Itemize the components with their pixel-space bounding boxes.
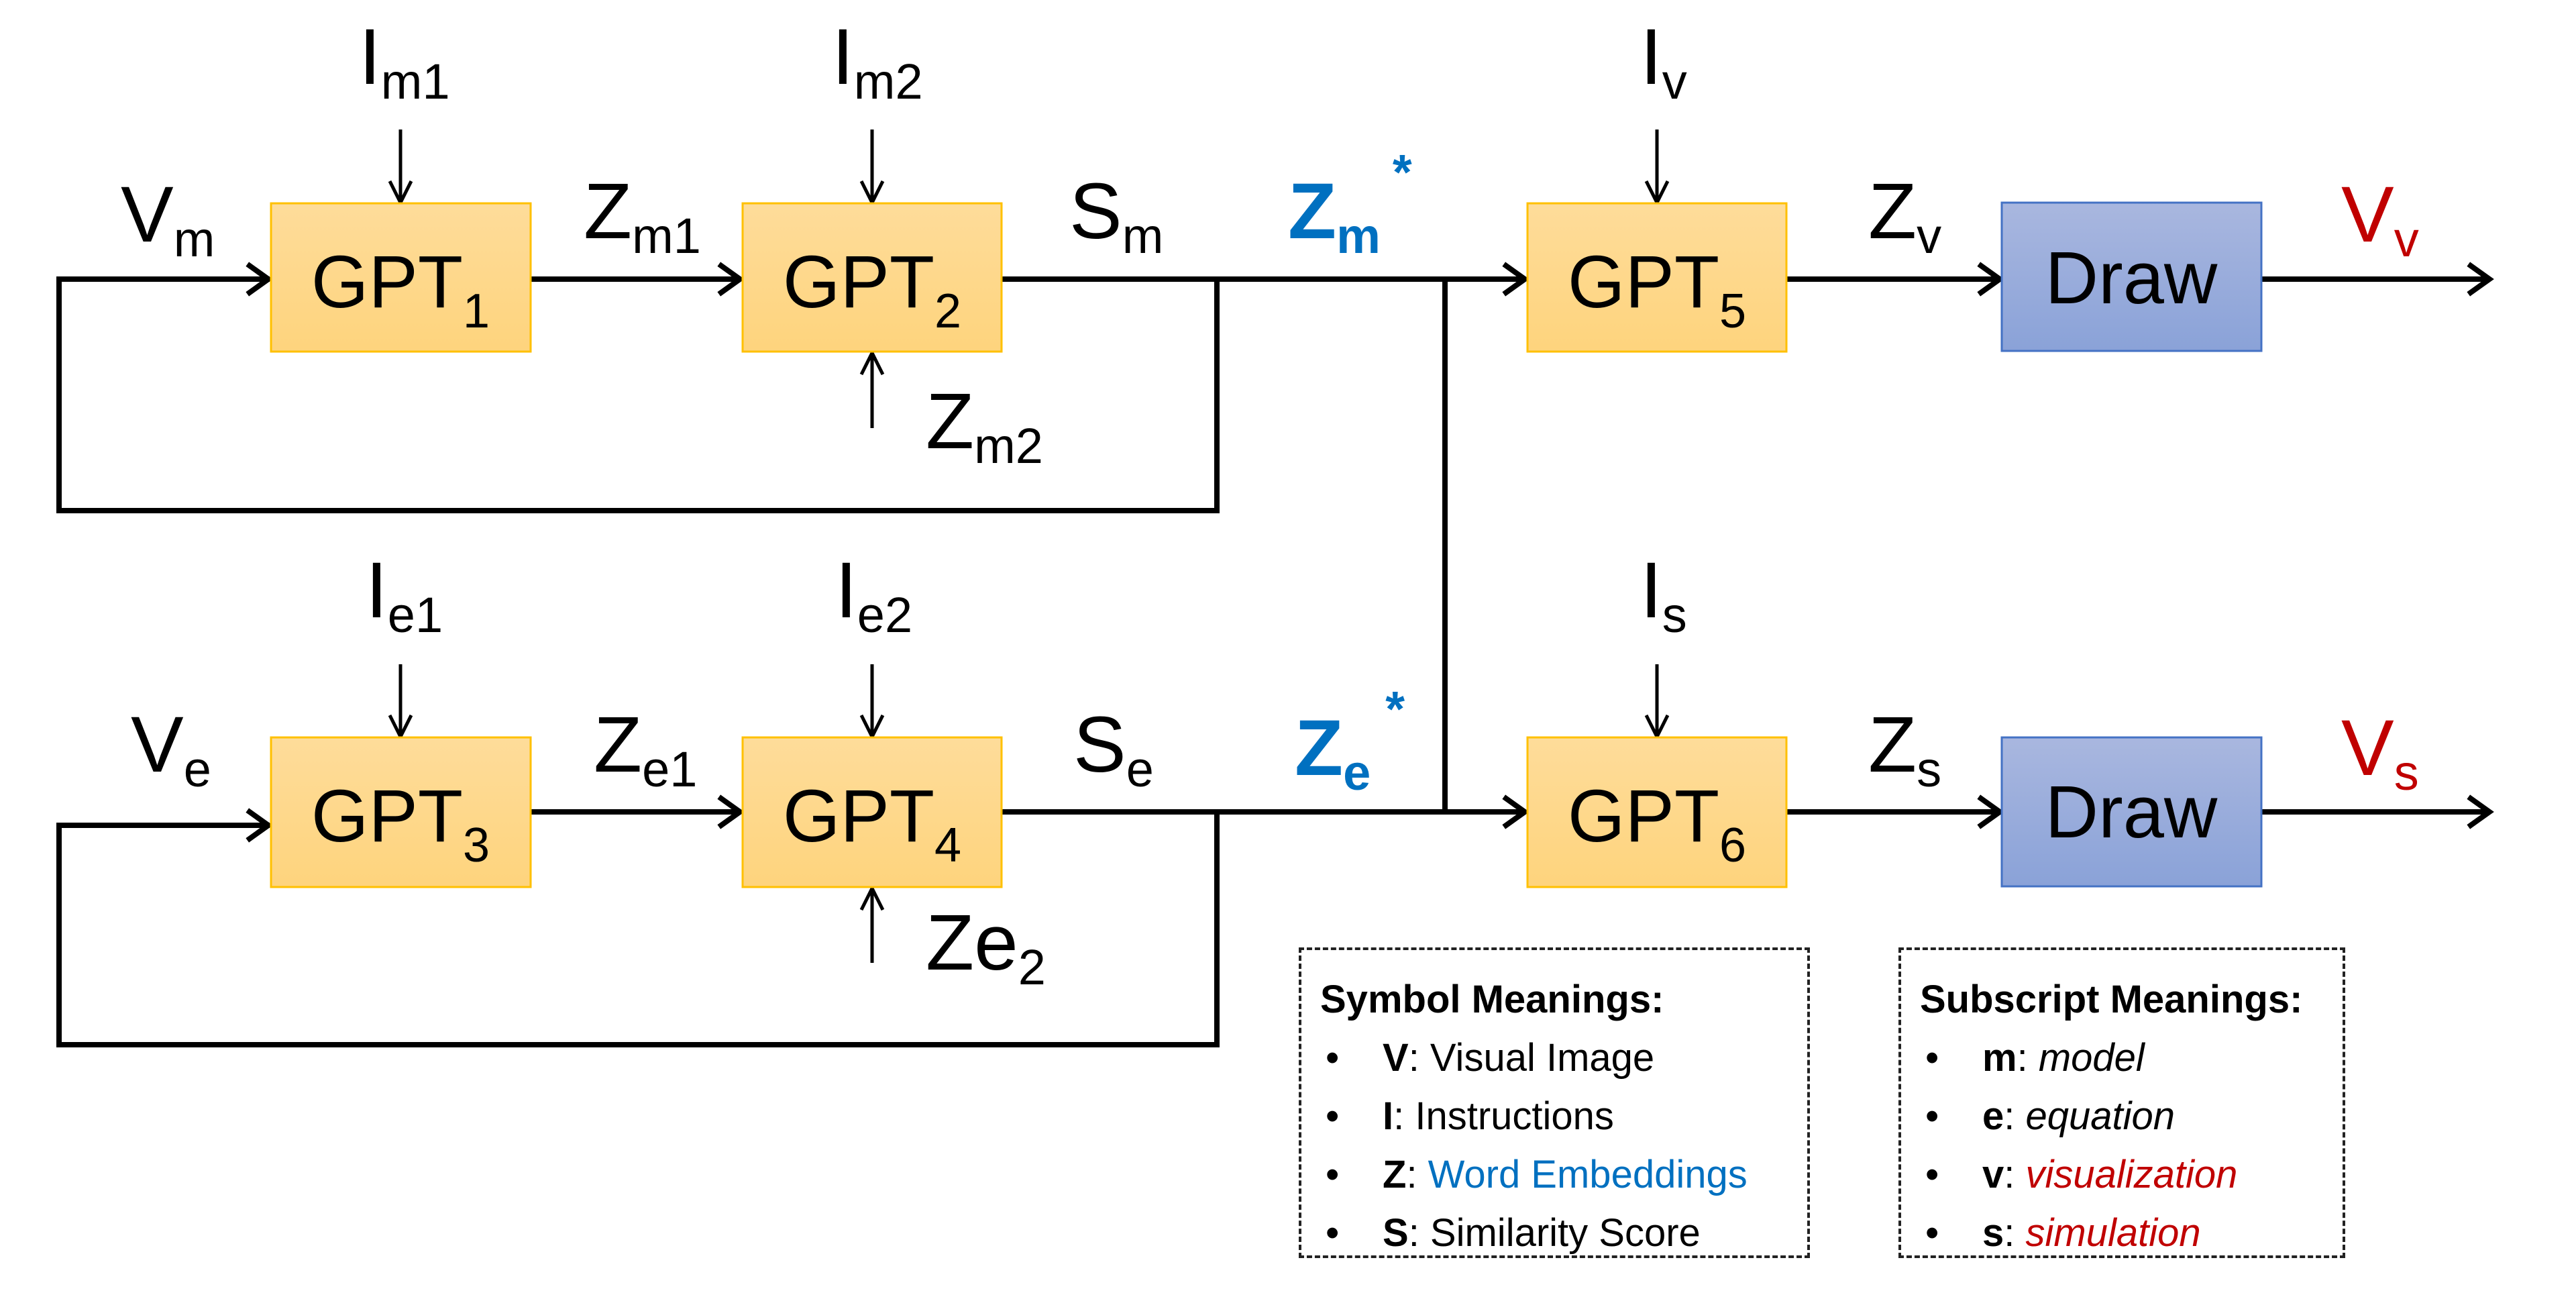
- label-se: Se: [1073, 701, 1154, 797]
- gpt1-box: [270, 202, 532, 353]
- label-ze1: Ze1: [594, 701, 697, 797]
- bullet-icon: •: [1925, 1094, 1939, 1138]
- bullet-icon: •: [1326, 1153, 1340, 1196]
- arrow-head-icon: [717, 262, 745, 297]
- gpt4-box: [741, 736, 1003, 888]
- label-im1: Im1: [359, 13, 450, 109]
- arrow-head-icon: [1502, 794, 1529, 829]
- bullet-icon: •: [1925, 1153, 1939, 1196]
- legend-sep: :: [2004, 1211, 2026, 1255]
- gpt3-box: [270, 736, 532, 888]
- arrow-head-icon: [859, 884, 885, 911]
- legend-desc: equation: [2025, 1094, 2176, 1138]
- label-iv: Iv: [1640, 13, 1687, 109]
- legend-sep: :: [2004, 1153, 2026, 1196]
- legend-desc: Instructions: [1415, 1094, 1614, 1138]
- label-zm1: Zm1: [584, 167, 701, 264]
- arrow-head-icon: [246, 808, 273, 843]
- label-vv: Vv: [2341, 170, 2419, 267]
- label-sm: Sm: [1069, 167, 1163, 264]
- draw-label-simulation: Draw: [2045, 771, 2218, 853]
- legend-item: • V: Visual Image: [1320, 1029, 1788, 1087]
- label-vm: Vm: [121, 170, 215, 267]
- legend-desc: Visual Image: [1430, 1036, 1655, 1080]
- legend-subscript-meanings: Subscript Meanings: • m: model • e: equa…: [1898, 947, 2345, 1258]
- legend-symbol-meanings: Symbol Meanings: • V: Visual Image • I: …: [1299, 947, 1810, 1258]
- label-is: Is: [1640, 546, 1687, 643]
- legend-desc: simulation: [2025, 1211, 2201, 1255]
- arrow-head-icon: [2467, 262, 2494, 297]
- legend-key: s: [1982, 1211, 2004, 1255]
- legend-sep: :: [1406, 1153, 1428, 1196]
- label-ve: Ve: [131, 701, 211, 797]
- legend-sep: :: [1393, 1094, 1415, 1138]
- legend-key: e: [1982, 1094, 2004, 1138]
- legend-item: • v: visualization: [1920, 1145, 2324, 1204]
- gpt3-label: GPT3: [311, 775, 490, 872]
- legend-title: Subscript Meanings:: [1920, 978, 2303, 1021]
- gpt2-box: [741, 202, 1003, 353]
- label-zm-star: Zm*: [1288, 144, 1412, 264]
- label-im2: Im2: [832, 13, 923, 109]
- gpt6-label: GPT6: [1568, 775, 1746, 872]
- bullet-icon: •: [1326, 1094, 1340, 1138]
- legend-desc: Similarity Score: [1430, 1211, 1701, 1255]
- arrow-head-icon: [1977, 262, 2004, 297]
- label-ze-star: Ze*: [1295, 681, 1405, 800]
- legend-key: I: [1383, 1094, 1394, 1138]
- label-zm2: Zm2: [926, 377, 1043, 474]
- legend-key: m: [1982, 1036, 2017, 1080]
- arrow-head-icon: [717, 794, 745, 829]
- legend-item: • e: equation: [1920, 1087, 2324, 1145]
- feedback-loop-equation: [56, 809, 1220, 1047]
- legend-key: S: [1383, 1211, 1409, 1255]
- gpt1-label: GPT1: [311, 241, 490, 338]
- legend-item: • s: simulation: [1920, 1204, 2324, 1262]
- legend-item: • S: Similarity Score: [1320, 1204, 1788, 1262]
- arrow-head-icon: [1502, 262, 1529, 297]
- bullet-icon: •: [1326, 1211, 1340, 1255]
- legend-desc: model: [2038, 1036, 2145, 1080]
- legend-item: • m: model: [1920, 1029, 2324, 1087]
- gpt4-label: GPT4: [783, 775, 961, 872]
- arrow-head-icon: [246, 262, 273, 297]
- legend-sep: :: [1408, 1211, 1430, 1255]
- label-ze2: Ze2: [926, 898, 1046, 995]
- legend-item: • I: Instructions: [1320, 1087, 1788, 1145]
- legend-key: V: [1383, 1036, 1409, 1080]
- legend-sep: :: [1408, 1036, 1430, 1080]
- label-zv: Zv: [1868, 167, 1941, 264]
- legend-desc: Word Embeddings: [1428, 1153, 1748, 1196]
- gpt5-box: [1526, 202, 1788, 353]
- draw-label-visualization: Draw: [2045, 237, 2218, 319]
- legend-desc: visualization: [2025, 1153, 2238, 1196]
- label-ie2: Ie2: [835, 546, 912, 643]
- label-ie1: Ie1: [366, 546, 443, 643]
- gpt5-label: GPT5: [1568, 241, 1746, 338]
- arrow-head-icon: [2467, 794, 2494, 829]
- legend-title: Symbol Meanings:: [1320, 978, 1664, 1021]
- draw-box-simulation: [2000, 736, 2263, 888]
- arrow-head-icon: [1977, 794, 2004, 829]
- bullet-icon: •: [1925, 1211, 1939, 1255]
- gpt6-box: [1526, 736, 1788, 888]
- bullet-icon: •: [1326, 1036, 1340, 1080]
- draw-box-visualization: [2000, 201, 2263, 352]
- legend-key: Z: [1383, 1153, 1407, 1196]
- gpt2-label: GPT2: [783, 241, 961, 338]
- arrow-head-icon: [859, 349, 885, 376]
- legend-item: • Z: Word Embeddings: [1320, 1145, 1788, 1204]
- legend-sep: :: [2004, 1094, 2026, 1138]
- bullet-icon: •: [1925, 1036, 1939, 1080]
- legend-sep: :: [2017, 1036, 2039, 1080]
- feedback-loop-model: [56, 276, 1220, 513]
- label-vs: Vs: [2341, 704, 2419, 800]
- label-zs: Zs: [1868, 701, 1941, 797]
- legend-key: v: [1982, 1153, 2004, 1196]
